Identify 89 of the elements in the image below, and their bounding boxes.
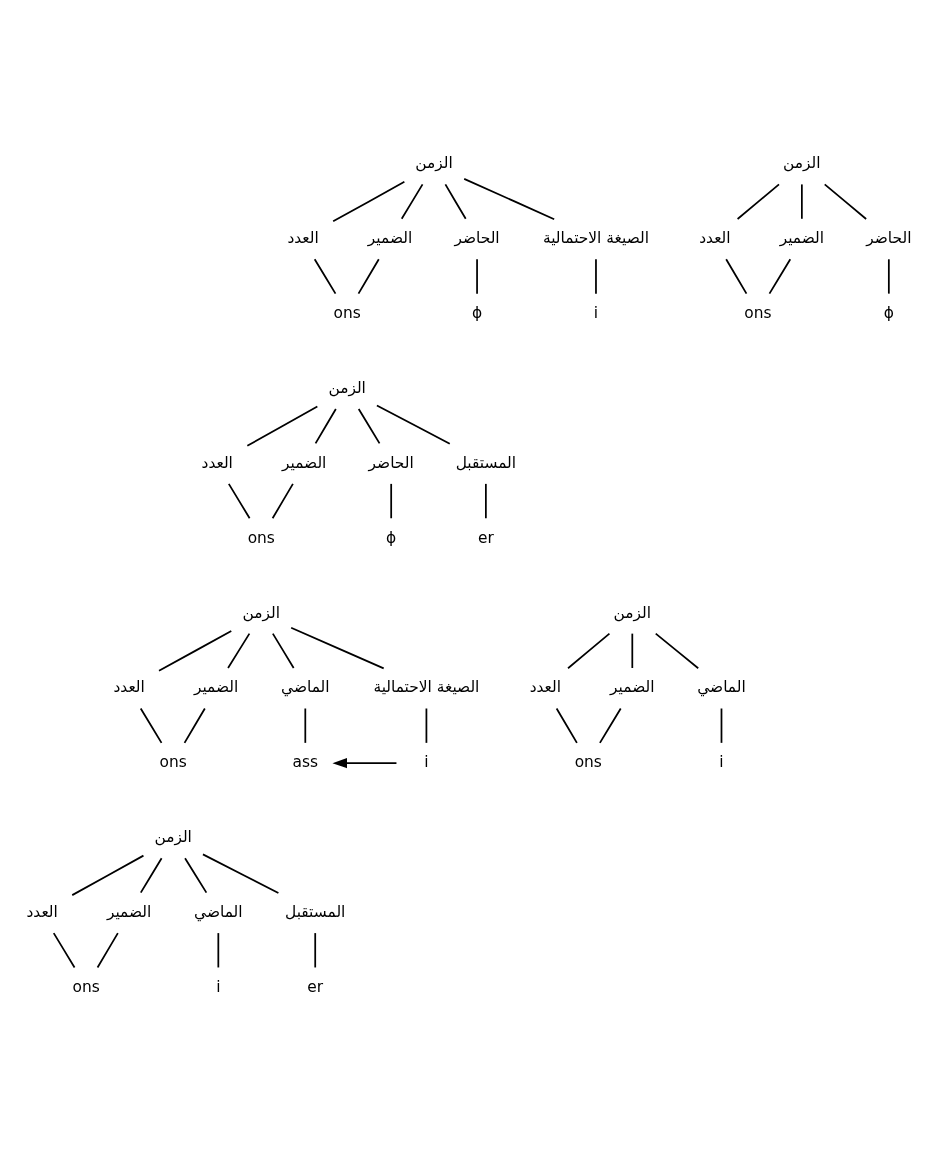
node-text: ϕ (883, 304, 894, 323)
connector (227, 632, 251, 669)
node-text: i (593, 304, 599, 323)
node-text: المستقبل (285, 902, 346, 921)
node-text: الضمير (610, 678, 655, 697)
connector (376, 404, 451, 445)
connector (425, 707, 428, 744)
connector (736, 183, 780, 220)
connector (390, 483, 393, 520)
node-text: الزمن (783, 154, 821, 173)
connector (158, 630, 233, 672)
node-text: العدد (26, 902, 58, 921)
connector (887, 258, 890, 295)
node-text: i (719, 753, 724, 772)
arrow (332, 758, 398, 769)
node-text: الحاضر (368, 453, 414, 472)
node-text: العدد (113, 678, 145, 697)
connector (485, 483, 487, 520)
node-text: er (477, 528, 494, 547)
connector (52, 932, 76, 969)
node-text: ϕ (471, 304, 483, 323)
node-text: الزمن (415, 154, 453, 173)
node-text: الحاضر (454, 229, 500, 248)
connector (313, 258, 337, 295)
connector (290, 626, 385, 670)
connector (400, 183, 424, 220)
connector (246, 405, 319, 447)
connector (595, 258, 597, 295)
connector (476, 258, 478, 295)
connector (463, 177, 556, 221)
connector (555, 707, 578, 744)
node-text: العدد (529, 678, 561, 697)
node-text: i (216, 977, 221, 996)
node-text: الماضي (281, 678, 330, 697)
connector (96, 932, 119, 969)
node-text: الزمن (242, 603, 280, 622)
connector (139, 707, 163, 744)
connector (444, 183, 467, 220)
connector (801, 183, 803, 220)
node-text: ons (159, 753, 187, 772)
node-text: ass (292, 753, 319, 772)
node-text: الصيغة الاحتمالية (373, 678, 480, 697)
node-text: ϕ (386, 528, 397, 547)
node-text: ons (333, 304, 361, 323)
connector (357, 258, 380, 295)
node-text: الزمن (328, 378, 366, 397)
node-text: الضمير (779, 229, 825, 248)
connector (654, 632, 700, 670)
node-text: ons (247, 528, 275, 547)
connector (304, 707, 307, 744)
node-text: العدد (699, 229, 731, 248)
node-text: المستقبل (455, 453, 517, 472)
connector (357, 408, 381, 445)
node-text: الزمن (613, 603, 652, 622)
connector (314, 932, 317, 969)
node-text: الضمير (367, 229, 413, 248)
connector (725, 258, 748, 295)
connector (217, 932, 220, 969)
node-text: i (424, 753, 429, 772)
node-text: الضمير (106, 902, 152, 921)
connector (271, 483, 294, 520)
connector (139, 857, 163, 894)
node-text: ons (72, 977, 100, 996)
node-text: الضمير (193, 678, 239, 697)
node-text: الصيغة الاحتمالية (542, 229, 649, 248)
node-text: الماضي (697, 678, 746, 697)
connector (71, 854, 145, 896)
connector (271, 632, 295, 669)
connector (202, 853, 280, 894)
connector (768, 258, 792, 295)
node-text: العدد (287, 229, 319, 248)
connector (332, 180, 406, 223)
connector (183, 707, 206, 744)
connector (823, 183, 867, 220)
connector (184, 857, 208, 894)
connector (631, 632, 634, 669)
node-text: العدد (201, 453, 233, 472)
connector (227, 483, 251, 520)
connector (720, 707, 723, 744)
connector (314, 408, 337, 445)
node-text: الزمن (154, 828, 192, 847)
connector (599, 707, 622, 744)
node-text: الضمير (282, 453, 327, 472)
connector (567, 632, 611, 670)
node-text: الماضي (194, 902, 243, 921)
node-text: الحاضر (866, 229, 912, 248)
node-text: ons (744, 304, 772, 323)
node-text: er (307, 977, 324, 996)
node-text: ons (574, 753, 602, 772)
